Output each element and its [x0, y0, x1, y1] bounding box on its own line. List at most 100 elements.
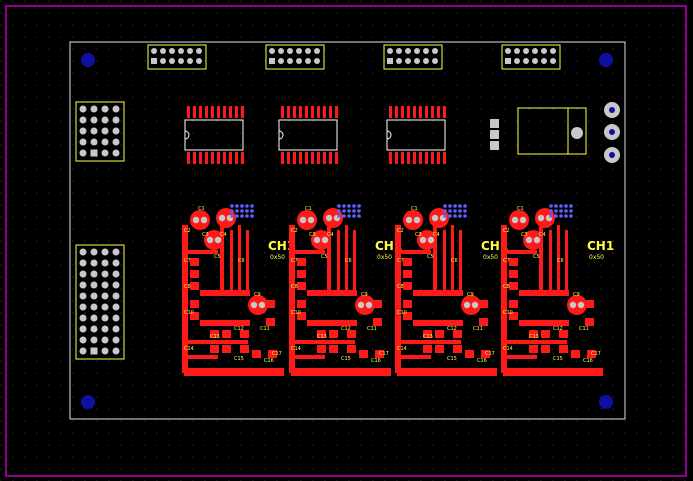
ic-pin[interactable] — [425, 106, 428, 118]
header-pad[interactable] — [387, 58, 393, 64]
ic-pin[interactable] — [431, 106, 434, 118]
smd-pad[interactable] — [529, 330, 538, 338]
header-pad[interactable] — [160, 48, 166, 54]
smd-pad[interactable] — [317, 330, 326, 338]
header-pad[interactable] — [112, 314, 120, 322]
via[interactable] — [235, 204, 239, 208]
ic-pin[interactable] — [187, 152, 190, 164]
smd-pad[interactable] — [240, 330, 249, 338]
via[interactable] — [549, 214, 553, 218]
ic-pin[interactable] — [317, 106, 320, 118]
header-pad[interactable] — [101, 149, 109, 157]
via[interactable] — [463, 209, 467, 213]
smd-pad[interactable] — [210, 345, 219, 353]
ic-pin[interactable] — [241, 106, 244, 118]
smd-pad[interactable] — [587, 350, 596, 358]
header-pad[interactable] — [112, 270, 120, 278]
smd-pad[interactable] — [541, 345, 550, 353]
capacitor-pad[interactable] — [192, 216, 200, 224]
smd-pad[interactable] — [529, 345, 538, 353]
capacitor-4[interactable] — [567, 295, 587, 315]
header-pad[interactable] — [90, 292, 98, 300]
smd-pad[interactable] — [465, 350, 474, 358]
header-pad[interactable] — [514, 58, 520, 64]
capacitor-pad[interactable] — [519, 216, 527, 224]
capacitor-pad[interactable] — [206, 236, 214, 244]
trace[interactable] — [220, 220, 224, 290]
via[interactable] — [569, 214, 573, 218]
via[interactable] — [352, 209, 356, 213]
header-pad[interactable] — [169, 58, 175, 64]
trace[interactable] — [507, 340, 567, 344]
via[interactable] — [443, 209, 447, 213]
smd-pad[interactable] — [190, 270, 199, 278]
regulator-pad[interactable] — [490, 119, 499, 128]
via[interactable] — [453, 209, 457, 213]
header-pad[interactable] — [387, 48, 393, 54]
via[interactable] — [554, 214, 558, 218]
mounting-hole-tl[interactable] — [81, 53, 95, 67]
ic-pin[interactable] — [443, 106, 446, 118]
smd-pad[interactable] — [435, 330, 444, 338]
capacitor-pad[interactable] — [299, 216, 307, 224]
header-pad[interactable] — [90, 347, 98, 355]
ic-pin[interactable] — [293, 152, 296, 164]
ic-pin[interactable] — [431, 152, 434, 164]
ic-3[interactable] — [386, 106, 446, 164]
header-pad[interactable] — [112, 105, 120, 113]
header-pad[interactable] — [90, 259, 98, 267]
header-pad[interactable] — [423, 48, 429, 54]
trace[interactable] — [539, 220, 543, 290]
header-pad[interactable] — [314, 58, 320, 64]
header-pad[interactable] — [90, 138, 98, 146]
header-pad[interactable] — [90, 270, 98, 278]
capacitor-pad[interactable] — [431, 214, 439, 222]
left-header-lower[interactable] — [75, 244, 125, 360]
via[interactable] — [554, 204, 558, 208]
smd-pad[interactable] — [509, 270, 518, 278]
header-pad[interactable] — [79, 127, 87, 135]
header-pad[interactable] — [169, 48, 175, 54]
ic-pin[interactable] — [335, 106, 338, 118]
header-pad[interactable] — [269, 58, 275, 64]
header-pad[interactable] — [79, 149, 87, 157]
trace[interactable] — [401, 340, 461, 344]
header-pad[interactable] — [112, 281, 120, 289]
ic-pin[interactable] — [401, 106, 404, 118]
smd-pad[interactable] — [403, 270, 412, 278]
ic-pin[interactable] — [293, 106, 296, 118]
via[interactable] — [458, 209, 462, 213]
smd-pad[interactable] — [190, 282, 199, 290]
smd-pad[interactable] — [509, 282, 518, 290]
trace[interactable] — [188, 250, 218, 254]
ic-pin[interactable] — [401, 152, 404, 164]
header-pad[interactable] — [112, 248, 120, 256]
header-pad[interactable] — [178, 48, 184, 54]
trace[interactable] — [413, 290, 463, 296]
capacitor-2[interactable] — [523, 230, 543, 250]
ic-pin[interactable] — [205, 106, 208, 118]
header-pad[interactable] — [396, 48, 402, 54]
trace[interactable] — [557, 225, 560, 290]
capacitor-pad[interactable] — [250, 301, 258, 309]
power-trace[interactable] — [395, 225, 401, 373]
via[interactable] — [569, 209, 573, 213]
smd-pad[interactable] — [541, 330, 550, 338]
ic-pin[interactable] — [335, 152, 338, 164]
header-pad[interactable] — [405, 48, 411, 54]
trace[interactable] — [451, 225, 454, 290]
ground-trace[interactable] — [397, 368, 497, 376]
via[interactable] — [448, 204, 452, 208]
via[interactable] — [342, 204, 346, 208]
header-pad[interactable] — [414, 58, 420, 64]
header-pad[interactable] — [178, 58, 184, 64]
ic-pin[interactable] — [323, 106, 326, 118]
header-pad[interactable] — [278, 58, 284, 64]
header-pad[interactable] — [101, 127, 109, 135]
capacitor-pad[interactable] — [577, 301, 585, 309]
capacitor-pad[interactable] — [200, 216, 208, 224]
ic-pin[interactable] — [281, 152, 284, 164]
ic-pin[interactable] — [223, 152, 226, 164]
